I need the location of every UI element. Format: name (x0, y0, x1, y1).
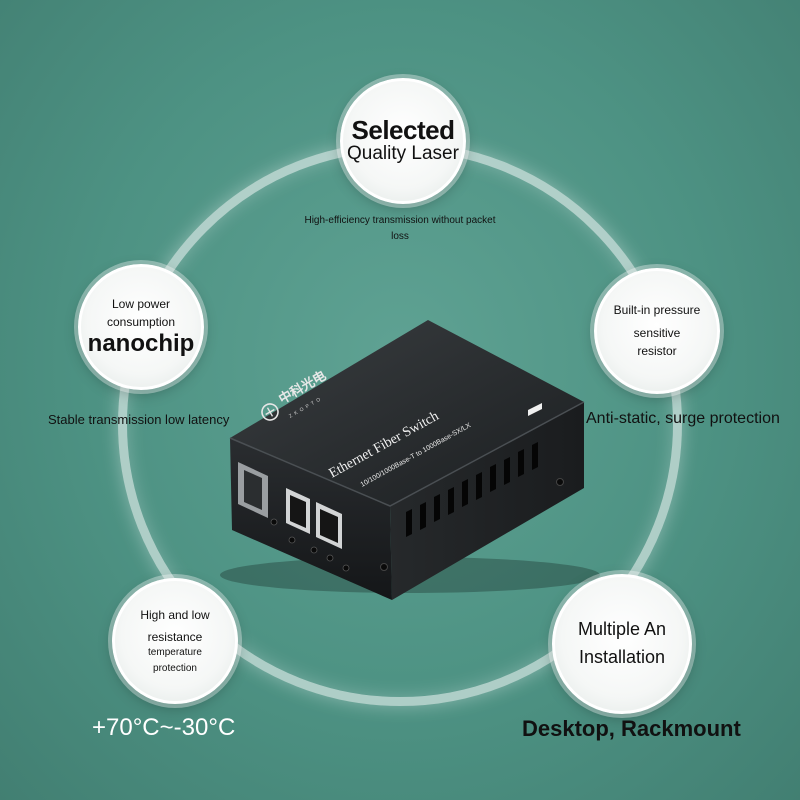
screw-icon (556, 478, 564, 486)
rj45-port-icon (316, 502, 342, 549)
feature-resistor-line3: resistor (637, 343, 677, 358)
feature-installation-caption: Desktop, Rackmount (522, 716, 741, 741)
feature-temperature-line4: protection (153, 662, 197, 674)
brand-logo-icon (261, 403, 279, 421)
led-indicators (270, 518, 350, 572)
feature-temperature-caption: +70°C~-30°C (92, 714, 236, 741)
feature-nanochip-bubble: Low power consumption nanochip (78, 264, 204, 390)
feature-temperature-line3: temperature (148, 646, 202, 658)
feature-nanochip-caption: Stable transmission low latency (48, 412, 230, 427)
feature-resistor-line2: sensitive (633, 326, 681, 341)
sfp-port-icon (238, 462, 268, 518)
feature-installation-bubble: Multiple An Installation (552, 574, 692, 714)
device-vents (406, 442, 538, 537)
feature-nanochip-line1: Low power (111, 297, 171, 312)
feature-nanochip-line3: nanochip (87, 330, 195, 358)
device-label-box (528, 403, 542, 416)
screw-icon (380, 563, 388, 571)
feature-resistor-caption: Anti-static, surge protection (586, 410, 780, 427)
feature-laser-bubble: Selected Quality Laser (340, 78, 466, 204)
device-front-face (230, 438, 392, 600)
device-edge (229, 401, 585, 507)
feature-temperature-bubble: High and low resistance temperature prot… (112, 578, 238, 704)
feature-temperature-line2: resistance (147, 629, 203, 644)
feature-laser-line2: Quality Laser (347, 143, 459, 165)
feature-laser-caption: High-efficiency transmission without pac… (304, 215, 496, 242)
rj45-port-icon (286, 488, 310, 534)
feature-temperature-line1: High and low (140, 608, 210, 623)
feature-laser-line1: Selected (351, 114, 455, 145)
feature-resistor-line1: Built-in pressure (613, 302, 701, 317)
feature-resistor-bubble: Built-in pressure sensitive resistor (594, 268, 720, 394)
feature-installation-line1: Multiple An (577, 619, 667, 640)
device-top-face (230, 320, 584, 506)
feature-nanochip-line2: consumption (106, 314, 176, 329)
feature-installation-line2: Installation (578, 647, 666, 667)
